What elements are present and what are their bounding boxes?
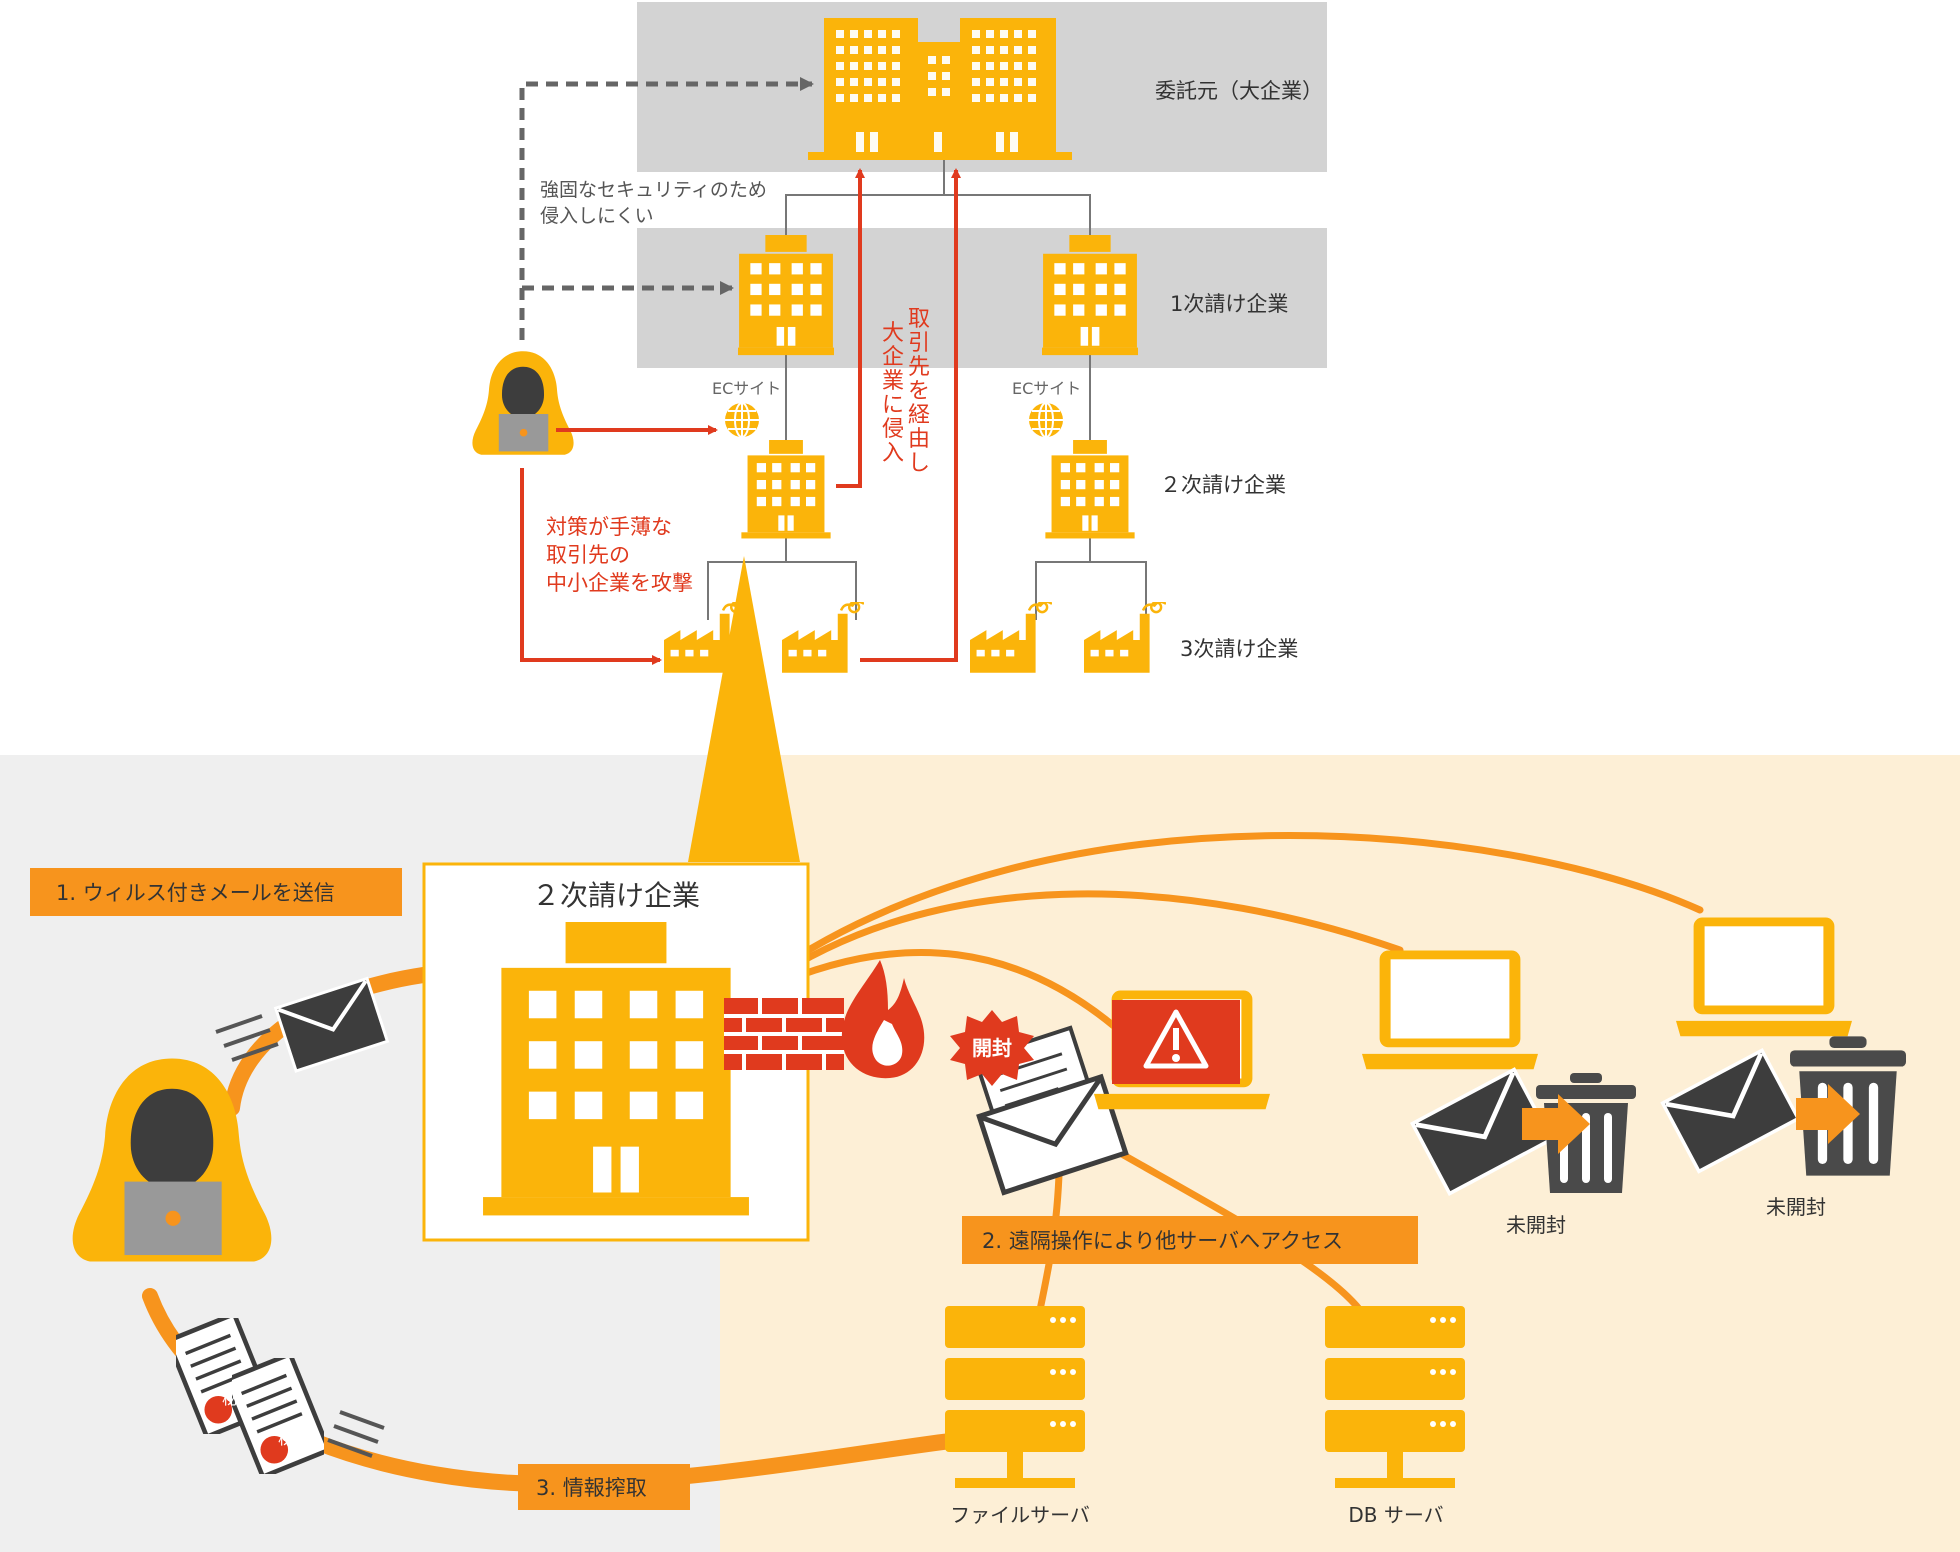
file-server-label: ファイルサーバ — [950, 1503, 1090, 1527]
db-server-label: DB サーバ — [1348, 1503, 1443, 1527]
svg-text:経: 経 — [908, 403, 930, 428]
secret-mark: 秘 — [222, 1389, 238, 1408]
attack-arrows — [520, 168, 961, 665]
step2-badge — [962, 1216, 1418, 1264]
tier2-building-right-icon — [1045, 440, 1135, 539]
blocked-attack-arrows — [519, 77, 814, 340]
factory-icon — [782, 602, 864, 675]
svg-text:中小企業を攻撃: 中小企業を攻撃 — [546, 571, 693, 595]
attacker-icon — [472, 351, 574, 455]
globe-icon — [724, 402, 760, 438]
security-note-line2: 侵入しにくい — [540, 205, 654, 227]
svg-text:大: 大 — [882, 321, 904, 346]
svg-text:対策が手薄な: 対策が手薄な — [546, 515, 672, 539]
svg-text:に: に — [882, 393, 904, 418]
secret-mark: 秘 — [278, 1429, 294, 1448]
svg-text:企: 企 — [882, 345, 904, 370]
firewall-icon — [724, 998, 844, 1070]
svg-text:先: 先 — [908, 355, 930, 380]
tier2-label: ２次請け企業 — [1160, 473, 1286, 497]
unopened-label: 未開封 — [1766, 1195, 1826, 1219]
fire-inner — [872, 1020, 903, 1066]
opened-badge-burst — [950, 1010, 1034, 1086]
opened-badge: 開封 — [972, 1036, 1012, 1060]
tier3-label: 3次請け企業 — [1180, 637, 1298, 661]
svg-text:侵: 侵 — [882, 417, 904, 442]
svg-text:入: 入 — [882, 441, 904, 466]
fire-icon — [841, 960, 925, 1079]
infected-laptop-icon — [1094, 990, 1270, 1110]
svg-text:し: し — [908, 451, 930, 476]
factory-icon — [1084, 602, 1166, 675]
step1-label: 1. ウィルス付きメールを送信 — [56, 881, 335, 905]
step1-badge — [30, 868, 402, 916]
svg-text:業: 業 — [882, 369, 904, 394]
hierarchy-lines — [707, 160, 1147, 620]
tier1-label: 1次請け企業 — [1170, 292, 1288, 316]
step2-label: 2. 遠隔操作により他サーバへアクセス — [982, 1229, 1343, 1253]
unopened-label: 未開封 — [1506, 1213, 1566, 1237]
svg-text:取: 取 — [908, 307, 930, 332]
factory-icon — [970, 602, 1052, 675]
security-note-line1: 強固なセキュリティのため — [540, 179, 767, 201]
detail-box-title: ２次請け企業 — [532, 879, 700, 912]
client-label: 委託元（大企業） — [1155, 79, 1323, 103]
motion-lines — [215, 1014, 279, 1062]
ec-site-label-left: ECサイト — [712, 379, 781, 398]
step3-label: 3. 情報搾取 — [536, 1476, 647, 1500]
svg-text:由: 由 — [908, 427, 930, 452]
attack-note: 対策が手薄な 取引先の 中小企業を攻撃 — [546, 515, 693, 595]
via-partner-note: 取 引 先 を 経 由 し 大 企 業 に 侵 入 — [882, 307, 930, 476]
globe-icon — [1028, 402, 1064, 438]
ec-site-label-right: ECサイト — [1012, 379, 1081, 398]
step3-badge — [518, 1464, 690, 1510]
zoom-callout — [688, 556, 800, 862]
svg-text:を: を — [908, 379, 930, 404]
client-building-icon — [808, 18, 1072, 160]
discard-arrow-icon — [1522, 1094, 1590, 1154]
motion-lines — [327, 1410, 385, 1458]
tier2-building-left-icon — [741, 440, 831, 539]
svg-text:引: 引 — [908, 331, 930, 356]
svg-text:取引先の: 取引先の — [546, 543, 630, 567]
discard-arrow-icon — [1796, 1084, 1860, 1144]
